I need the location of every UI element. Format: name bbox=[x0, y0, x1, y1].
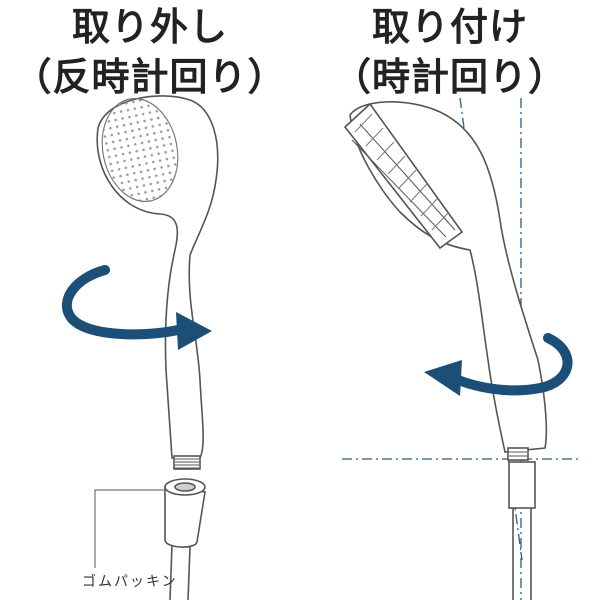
hose-adapter bbox=[164, 478, 206, 600]
rubber-packing-label: ゴムパッキン bbox=[82, 574, 178, 590]
remove-heading: 取り外し （反時計回り） bbox=[0, 2, 300, 102]
attach-title: 取り付け bbox=[371, 5, 528, 49]
rotation-arrow-icon bbox=[61, 265, 212, 350]
hose-pipe bbox=[508, 461, 536, 600]
remove-subtitle: （反時計回り） bbox=[13, 55, 287, 99]
callout-leader bbox=[94, 489, 165, 568]
showerhead-icon bbox=[96, 95, 219, 470]
attach-subtitle: （時計回り） bbox=[332, 55, 567, 99]
showerhead-icon bbox=[343, 101, 548, 461]
remove-title: 取り外し bbox=[71, 5, 228, 49]
attach-heading: 取り付け （時計回り） bbox=[300, 2, 600, 102]
rotation-arrow-icon bbox=[424, 333, 573, 396]
